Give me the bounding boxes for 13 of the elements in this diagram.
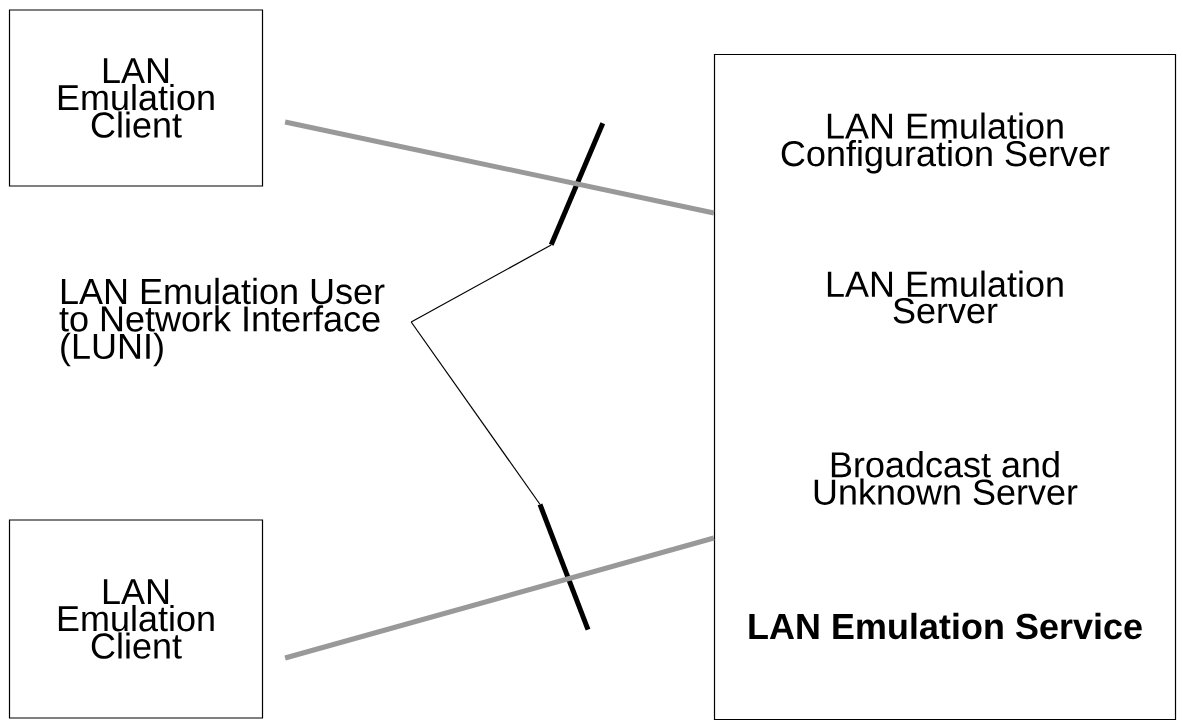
client-box: LAN Emulation Client <box>8 519 264 719</box>
connector-line <box>284 119 715 216</box>
leader-line <box>410 321 541 505</box>
server-label: LAN Emulation Server <box>827 270 1063 324</box>
interface-mark <box>537 503 591 631</box>
server-label: Broadcast and Unknown Server <box>814 451 1078 505</box>
leader-line <box>410 244 552 323</box>
client-box: LAN Emulation Client <box>8 9 264 187</box>
interface-label: LAN Emulation User to Network Interface (LUNI) <box>59 277 385 367</box>
connector-line <box>284 535 715 661</box>
server-label: LAN Emulation Configuration Server <box>781 112 1110 174</box>
server-label: LAN Emulation Service <box>749 612 1142 640</box>
interface-mark <box>548 122 606 246</box>
